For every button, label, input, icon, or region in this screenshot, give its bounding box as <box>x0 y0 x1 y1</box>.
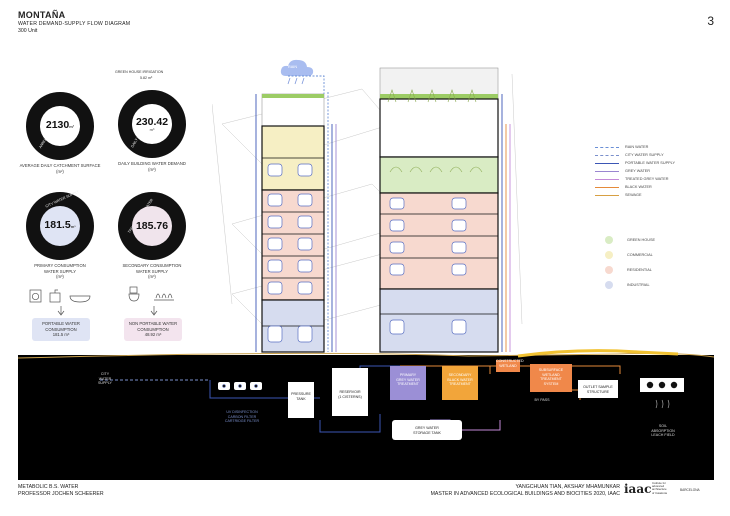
primary-value: 181.5 <box>44 219 71 231</box>
page-subtitle: WATER DEMAND-SUPPLY FLOW DIAGRAM <box>18 21 131 27</box>
demand-donut: DAILY WATER DEMAND 230.42 m³ <box>118 90 186 158</box>
treatment-network <box>100 360 684 440</box>
legend-residential: RESIDENTIAL <box>595 262 705 277</box>
rain-cloud-icon <box>280 59 314 85</box>
pressure-tank <box>288 382 314 418</box>
program-name: MASTER IN ADVANCED ECOLOGICAL BUILDINGS … <box>430 491 620 497</box>
catchment-unit: m² <box>69 124 75 129</box>
subsurface-wetland <box>530 364 572 392</box>
legend-commercial: COMMERCIAL <box>595 247 705 262</box>
grey-storage-tank <box>392 420 462 440</box>
legend-industrial: INDUSTRIAL <box>595 277 705 292</box>
secondary-caption-unit: (m³) <box>148 274 156 279</box>
secondary-value: 185.76 <box>135 220 169 232</box>
greenhouse-note: GREEN HOUSE IRRIGATION <box>115 70 164 74</box>
portable-label-2: CONSUMPTION <box>45 326 77 332</box>
legend-sewage: SEWAGE <box>595 191 705 199</box>
catchment-caption-unit: (m²) <box>56 168 64 174</box>
consumption-arrows <box>57 306 158 316</box>
reservoir-label: RESERVOIR(1 CISTERNS) <box>338 390 362 399</box>
demand-caption-line: DAILY BUILDING WATER DEMAND <box>118 161 186 166</box>
rain-label: RAIN <box>288 65 298 69</box>
professor-name: PROFESSOR JOCHEN SCHEERER <box>18 491 104 497</box>
authors-info: YANGCHUAN TIAN, AKSHAY MHAMUNKAR MASTER … <box>420 484 620 498</box>
iaac-logo: iaac <box>624 482 652 496</box>
demand-unit: m³ <box>149 126 155 132</box>
author-names: YANGCHUAN TIAN, AKSHAY MHAMUNKAR <box>515 484 620 490</box>
page-title: MONTAÑA <box>18 10 66 20</box>
outlet-structure <box>578 380 618 398</box>
nonportable-consumption-box: NON PORTABLE WATER CONSUMPTION 48.92 m³ <box>124 318 182 341</box>
demand-value: 230.42 <box>135 115 169 128</box>
legend-grey-water: GREY WATER <box>595 167 705 175</box>
flow-legend: RAIN WATER CITY WATER SUPPLY PORTABLE WA… <box>595 143 705 199</box>
primary-caption-unit: (m³) <box>56 274 64 279</box>
toilet-irrigation-icons <box>128 286 174 302</box>
unit-count: 300 Unit <box>18 28 38 34</box>
bypass-label: BY PASS <box>534 398 550 402</box>
legend-portable-water: PORTABLE WATER SUPPLY <box>595 159 705 167</box>
washing-machine-icon <box>29 289 42 303</box>
toilet-icon <box>129 286 138 294</box>
building-section <box>212 67 523 353</box>
demand-caption-unit: (m³) <box>148 166 156 172</box>
secondary-caption-line-2: WATER SUPPLY <box>135 268 169 274</box>
greenhouse-floor <box>379 156 499 194</box>
zone-legend: GREEN HOUSE COMMERCIAL RESIDENTIAL INDUS… <box>595 232 705 292</box>
secondary-caption-line: SECONDARY CONSUMPTION <box>122 263 182 268</box>
greenhouse-note-value: 5.82 m³ <box>140 76 153 80</box>
catchment-donut: ANNUAL AVERAGE 2130m² <box>26 92 94 160</box>
appliance-icons <box>29 289 91 303</box>
catchment-value: 2130 <box>45 119 70 131</box>
city-label: BARCELONA <box>680 488 700 492</box>
green-roof-left <box>262 94 324 98</box>
secondary-caption: SECONDARY CONSUMPTION WATER SUPPLY (m³) <box>97 263 207 280</box>
primary-caption-line: PRIMARY CONSUMPTION <box>34 263 86 268</box>
catchment-caption: AVERAGE DAILY CATCHMENT SURFACE (m²) <box>5 163 115 174</box>
primary-donut: CITY WATER SUPPLY 181.5m³ <box>26 189 94 260</box>
portable-label: PORTABLE WATER <box>42 321 80 326</box>
bathtub-icon <box>69 295 91 303</box>
ground-line <box>18 349 714 359</box>
page-number: 3 <box>707 14 714 28</box>
legend-black-water: BLACK WATER <box>595 183 705 191</box>
portable-consumption-box: PORTABLE WATER CONSUMPTION 181.5 m³ <box>32 318 90 341</box>
nonportable-value: 48.92 m³ <box>144 332 162 337</box>
legend-city-water: CITY WATER SUPPLY <box>595 151 705 159</box>
catchment-caption-line: AVERAGE DAILY CATCHMENT SURFACE <box>19 163 101 168</box>
course-title: METABOLIC B.S. WATER <box>18 484 79 490</box>
primary-treatment <box>390 366 426 400</box>
portable-value: 181.5 m³ <box>52 332 70 337</box>
plant-icon <box>155 293 173 299</box>
demand-caption: DAILY BUILDING WATER DEMAND (m³) <box>97 161 207 172</box>
primary-caption-line-2: WATER SUPPLY <box>43 268 77 274</box>
green-roof-right <box>380 94 498 99</box>
primary-unit: m³ <box>70 224 76 229</box>
primary-caption: PRIMARY CONSUMPTION WATER SUPPLY (m³) <box>5 263 115 280</box>
sink-icon <box>49 292 61 303</box>
legend-treated-grey-water: TREATED GREY WATER <box>595 175 705 183</box>
nonportable-label: NON PORTABLE WATER <box>128 321 178 326</box>
nonportable-label-2: CONSUMPTION <box>137 326 169 332</box>
reservoir-tank <box>332 368 368 416</box>
secondary-donut: TREATED GREY WATER 185.76 <box>118 192 186 260</box>
legend-green-house: GREEN HOUSE <box>595 232 705 247</box>
secondary-treatment <box>442 366 478 400</box>
course-info: METABOLIC B.S. WATER PROFESSOR JOCHEN SC… <box>18 484 104 498</box>
constructed-wetland <box>496 360 520 372</box>
legend-rain-water: RAIN WATER <box>595 143 705 151</box>
